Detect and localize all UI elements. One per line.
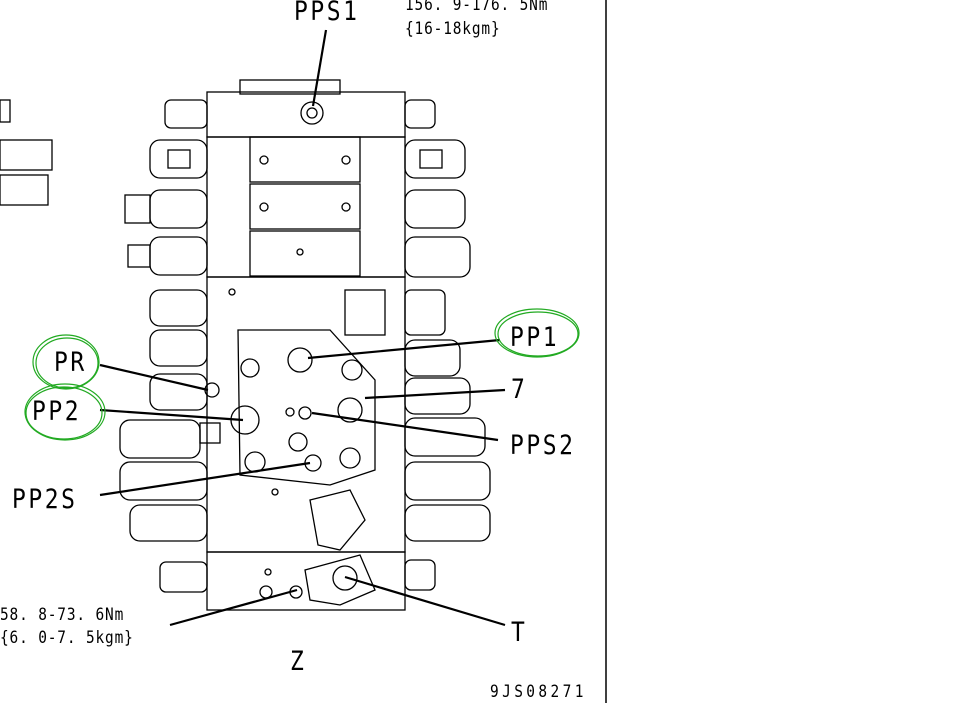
- label-pr: PR: [54, 347, 87, 378]
- label-pp2s: PP2S: [12, 484, 78, 515]
- torque-top-kgm: {16-18kgm}: [405, 19, 501, 39]
- label-view-z: Z: [290, 646, 307, 677]
- torque-bottom-nm: 58. 8-73. 6Nm: [0, 605, 125, 625]
- label-item-7: 7: [511, 374, 528, 405]
- leader-lines: [99, 29, 506, 627]
- label-pp2: PP2: [32, 396, 82, 427]
- label-pp1: PP1: [510, 322, 560, 353]
- solenoids-right: [404, 99, 491, 591]
- solenoids-left: [0, 99, 208, 593]
- label-pps2: PPS2: [510, 430, 576, 461]
- label-port-t: T: [511, 617, 528, 648]
- torque-bottom-kgm: {6. 0-7. 5kgm}: [0, 628, 134, 648]
- drawing-code: 9JS08271: [490, 682, 587, 702]
- torque-top-nm: 156. 9-176. 5Nm: [405, 0, 549, 15]
- highlight-circles: [24, 308, 580, 441]
- valve-body: [199, 79, 406, 611]
- label-pps1: PPS1: [294, 0, 360, 27]
